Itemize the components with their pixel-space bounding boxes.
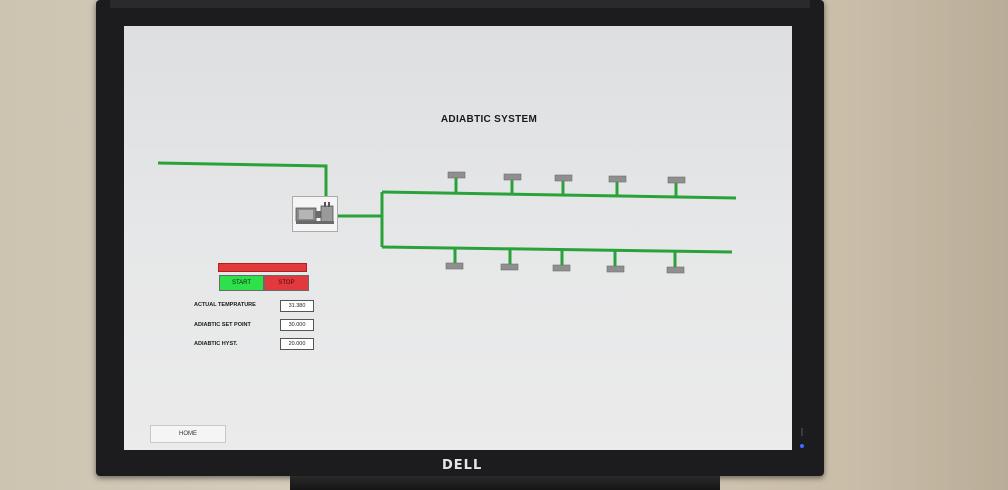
pump-motor-icon[interactable] — [292, 196, 338, 232]
stop-button[interactable]: STOP — [264, 275, 309, 291]
actual-temperature-label: ACTUAL TEMPRATURE — [194, 302, 256, 308]
monitor-top-edge — [110, 0, 810, 8]
upper-nozzle-4 — [608, 175, 627, 183]
upper-header-pipe — [381, 190, 737, 200]
brand-logo: DELL — [442, 458, 483, 473]
lower-header-pipe — [381, 245, 733, 254]
lower-nozzle-2 — [500, 263, 519, 271]
lower-nozzle-4 — [606, 265, 625, 273]
monitor-stand — [290, 476, 720, 490]
power-button[interactable] — [801, 428, 803, 436]
upper-nozzle-5 — [667, 176, 686, 184]
inlet-pipe — [157, 161, 328, 198]
set-point-label: ADIABTIC SET POINT — [194, 322, 251, 328]
home-button[interactable]: HOME — [150, 425, 226, 443]
page-title: ADIABTIC SYSTEM — [440, 114, 538, 125]
lower-nozzle-1 — [445, 262, 464, 270]
hysteresis-label: ADIABTIC HYST. — [194, 341, 238, 347]
start-button[interactable]: START — [219, 275, 264, 291]
lower-nozzle-3 — [552, 264, 571, 272]
power-led-icon — [800, 444, 804, 448]
hysteresis-field[interactable]: 20.000 — [280, 338, 314, 350]
lower-nozzle-5 — [666, 266, 685, 274]
run-status-indicator — [218, 263, 307, 272]
upper-nozzle-1 — [447, 171, 466, 179]
hmi-screen: ADIABTIC SYSTEM — [124, 26, 792, 450]
actual-temperature-field[interactable]: 31.380 — [280, 300, 314, 312]
set-point-field[interactable]: 30.000 — [280, 319, 314, 331]
upper-nozzle-2 — [503, 173, 522, 181]
upper-nozzle-3 — [554, 174, 573, 182]
pipe-diagram — [157, 161, 737, 274]
